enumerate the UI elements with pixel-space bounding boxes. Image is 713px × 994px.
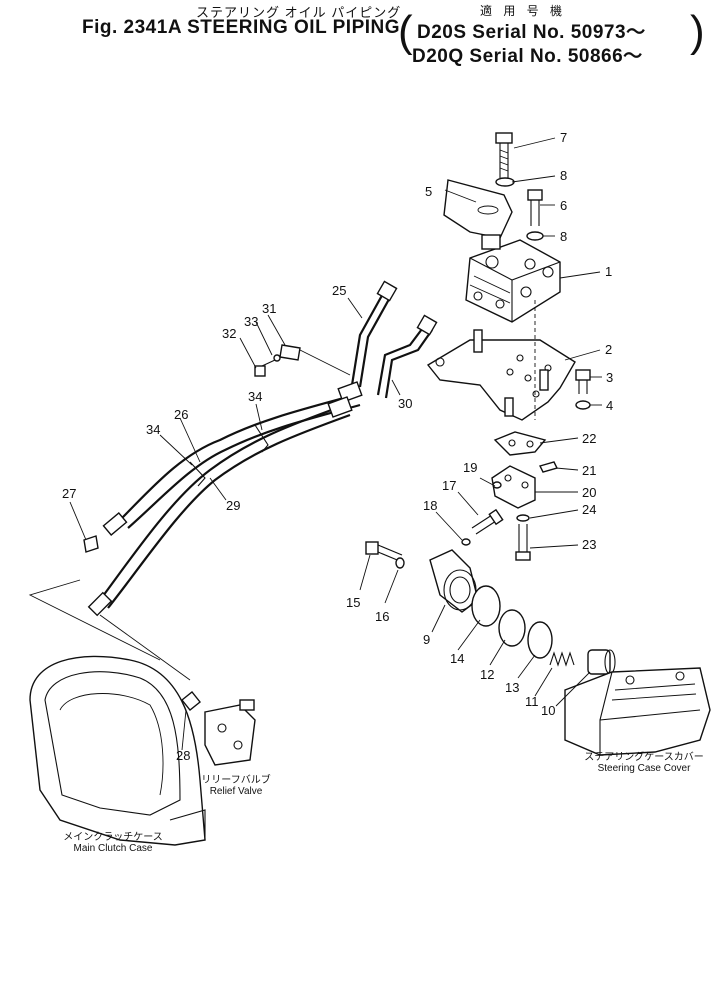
- callout-9: 9: [423, 632, 430, 647]
- bolt-15: [365, 541, 403, 563]
- callout-10: 10: [541, 703, 555, 718]
- washer-8: [495, 177, 515, 187]
- callout-8: 8: [560, 168, 567, 183]
- callout-31: 31: [262, 301, 276, 316]
- bracket-31: [279, 344, 301, 361]
- callout-6: 6: [560, 198, 567, 213]
- right-paren: ): [690, 7, 705, 56]
- steering-cover-caption: ステアリングケースカバー Steering Case Cover: [584, 752, 704, 774]
- callout-5: 5: [425, 184, 432, 199]
- callout-27: 27: [62, 486, 76, 501]
- valve-block-1: [465, 234, 561, 323]
- o-ring-13: [527, 621, 553, 659]
- title-kana: ステアリング オイル パイピング: [196, 5, 402, 20]
- callout-22: 22: [582, 431, 596, 446]
- callout-28: 28: [176, 748, 190, 763]
- bolt-7: [495, 132, 513, 178]
- bolt-3: [575, 369, 591, 394]
- serial-d20s: D20S Serial No. 50973～: [417, 22, 646, 43]
- washer-33: [273, 354, 281, 362]
- left-paren: (: [398, 7, 413, 56]
- relief-valve: [204, 699, 256, 766]
- callout-3: 3: [606, 370, 613, 385]
- gasket-14: [471, 585, 501, 627]
- relief-valve-en: Relief Valve: [209, 786, 263, 797]
- callout-32: 32: [222, 326, 236, 341]
- washer-8b: [526, 231, 544, 241]
- callout-16: 16: [375, 609, 389, 624]
- bolt-17: [471, 508, 504, 535]
- bolt-6: [527, 189, 543, 226]
- callout-26: 26: [174, 407, 188, 422]
- serial-d20q: D20Q Serial No. 50866～: [412, 46, 643, 67]
- steering-case-cover: [564, 667, 711, 756]
- callout-34a: 34: [248, 389, 262, 404]
- steering-cover-en: Steering Case Cover: [597, 763, 691, 774]
- clamp-34a: [254, 424, 269, 453]
- main-clutch-caption: メインクラッチケース Main Clutch Case: [58, 832, 168, 854]
- o-ring-12: [498, 609, 526, 647]
- elbow-21: [538, 461, 559, 473]
- callout-20: 20: [582, 485, 596, 500]
- washer-16: [395, 557, 405, 569]
- callout-34b: 34: [146, 422, 160, 437]
- figure-title: Fig. 2341A STEERING OIL PIPING: [82, 17, 401, 38]
- callout-14: 14: [450, 651, 464, 666]
- spool-10: [587, 649, 616, 675]
- o-ring-18: [461, 538, 471, 546]
- relief-valve-caption: リリーフバルブ Relief Valve: [196, 775, 276, 797]
- callout-33: 33: [244, 314, 258, 329]
- callout-8b: 8: [560, 229, 567, 244]
- connector-27: [83, 535, 99, 553]
- callout-25: 25: [332, 283, 346, 298]
- callout-19: 19: [463, 460, 477, 475]
- main-clutch-jp: メインクラッチケース: [63, 832, 163, 843]
- applicability-header: 適 用 号 機: [480, 4, 567, 18]
- callout-11: 11: [525, 694, 539, 709]
- callout-2: 2: [605, 342, 612, 357]
- callout-1: 1: [605, 264, 612, 279]
- pipe-25: [350, 289, 386, 386]
- callout-15: 15: [346, 595, 360, 610]
- callout-21: 21: [582, 463, 596, 478]
- callout-12: 12: [480, 667, 494, 682]
- bolt-23: [515, 524, 531, 561]
- callout-24: 24: [582, 502, 596, 517]
- spring-11: [549, 651, 575, 667]
- callout-18: 18: [423, 498, 437, 513]
- pipe-30: [376, 324, 426, 396]
- callout-13: 13: [505, 680, 519, 695]
- main-clutch-case: [29, 655, 206, 846]
- callout-30: 30: [398, 396, 412, 411]
- hose-29: [99, 403, 346, 601]
- callout-4: 4: [606, 398, 613, 413]
- gasket-22: [493, 431, 547, 456]
- washer-4: [575, 400, 591, 410]
- steering-cover-jp: ステアリングケースカバー: [584, 752, 704, 763]
- callout-29: 29: [226, 498, 240, 513]
- valve-body-20: [491, 465, 536, 509]
- o-ring-19: [492, 481, 502, 489]
- callout-23: 23: [582, 537, 596, 552]
- hose-26: [119, 393, 356, 521]
- clamp-34b: [189, 461, 206, 487]
- fitting-28: [181, 691, 201, 711]
- main-clutch-en: Main Clutch Case: [73, 843, 153, 854]
- housing-9: [429, 549, 479, 613]
- plate-2: [426, 329, 576, 421]
- callout-7: 7: [560, 130, 567, 145]
- relief-valve-jp: リリーフバルブ: [201, 775, 271, 786]
- washer-24: [516, 514, 530, 522]
- bolt-32: [254, 359, 276, 377]
- callout-17: 17: [442, 478, 456, 493]
